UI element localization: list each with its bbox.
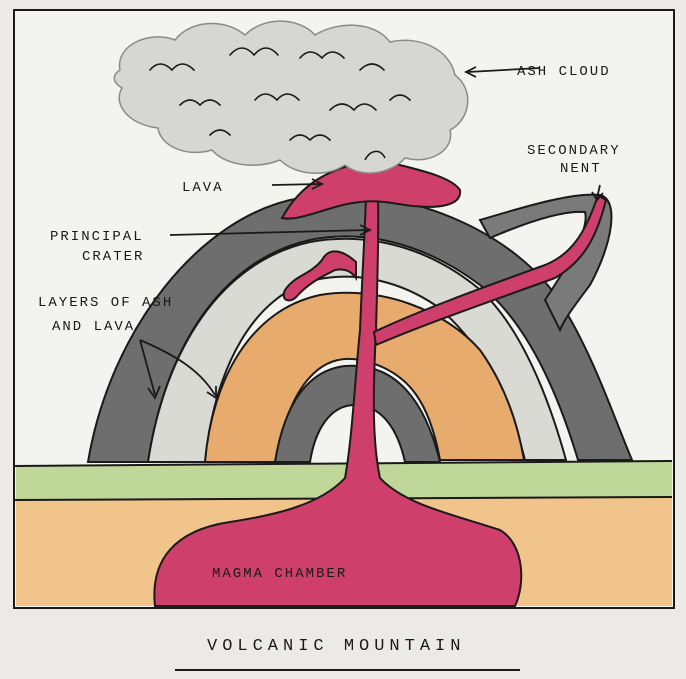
label-layers-1: LAYERS OF ASH xyxy=(38,295,173,311)
diagram-title: VOLCANIC MOUNTAIN xyxy=(207,637,465,656)
label-lava: LAVA xyxy=(182,180,224,196)
label-magma-chamber: MAGMA CHAMBER xyxy=(212,566,347,582)
label-principal-crater-1: PRINCIPAL xyxy=(50,229,144,245)
label-secondary-vent-2: NENT xyxy=(560,161,602,177)
label-ash-cloud: ASH CLOUD xyxy=(517,64,611,80)
label-secondary-vent-1: SECONDARY xyxy=(527,143,621,159)
lava-arrow xyxy=(272,184,320,185)
label-layers-2: AND LAVA xyxy=(52,319,135,335)
label-principal-crater-2: CRATER xyxy=(82,249,144,265)
